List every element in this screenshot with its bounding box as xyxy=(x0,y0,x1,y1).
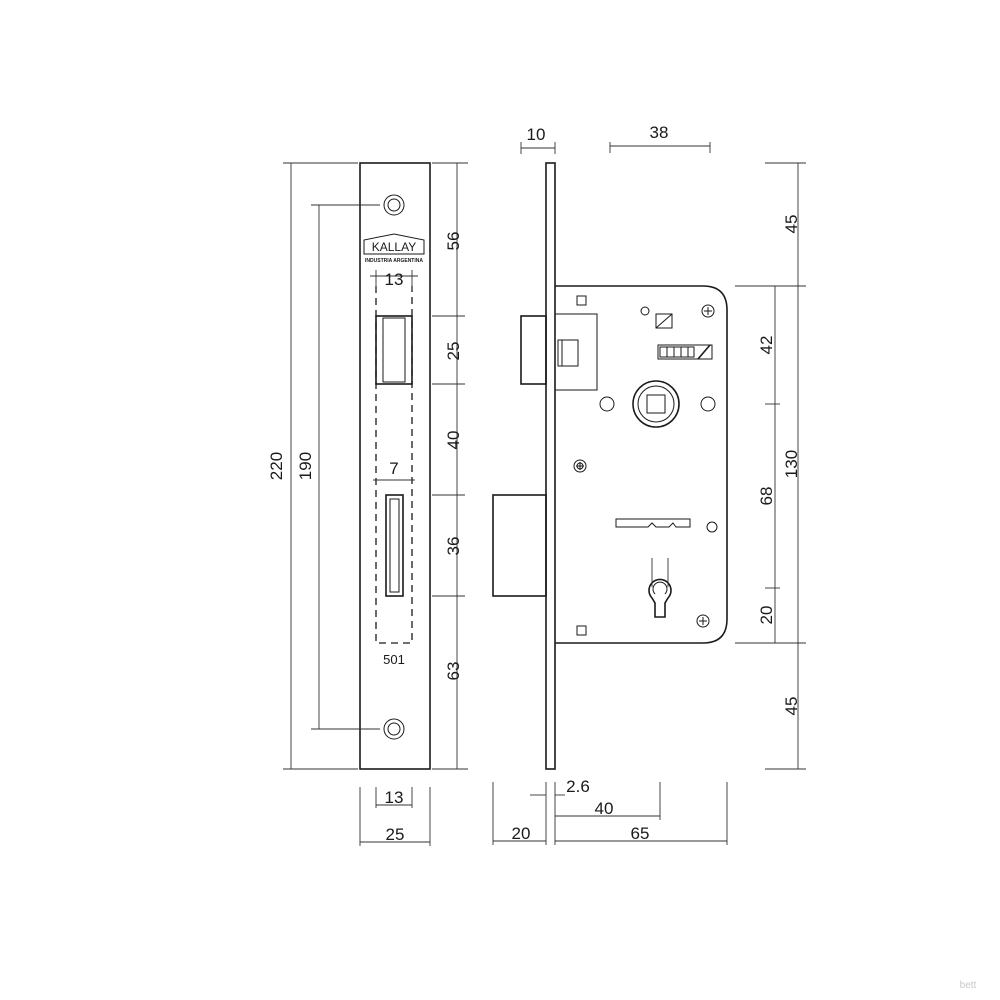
dim-13-top: 13 xyxy=(385,270,404,289)
hidden-body-outline xyxy=(375,286,413,644)
rivet-top-right xyxy=(701,304,715,318)
top-screw-hole xyxy=(383,194,405,216)
dim-45-top: 45 xyxy=(782,215,801,234)
dim-10: 10 xyxy=(527,125,546,144)
dim-2-6: 2.6 xyxy=(566,777,590,796)
dim-7: 7 xyxy=(389,459,398,478)
screw-left xyxy=(573,459,587,473)
spindle-square xyxy=(646,394,666,414)
screw-right xyxy=(696,614,710,628)
dim-25-width: 25 xyxy=(386,825,405,844)
dim-63: 63 xyxy=(444,662,463,681)
dim-38: 38 xyxy=(650,123,669,142)
dim-220: 220 xyxy=(267,452,286,480)
bottom-screw-hole xyxy=(383,718,405,740)
dim-56: 56 xyxy=(444,232,463,251)
front-view: KALLAY INDUSTRIA ARGENTINA 501 xyxy=(267,162,468,846)
faceplate-outline xyxy=(359,162,431,770)
brand-logo: KALLAY INDUSTRIA ARGENTINA xyxy=(363,233,425,264)
watermark: bett xyxy=(960,980,977,991)
latch-side xyxy=(520,315,547,385)
dim-13-bottom: 13 xyxy=(385,788,404,807)
spindle-hub xyxy=(632,380,680,428)
dim-65: 65 xyxy=(631,824,650,843)
dim-36: 36 xyxy=(444,537,463,556)
toggle-slider xyxy=(657,344,713,360)
case-hole-top xyxy=(576,295,587,306)
dim-45-bottom: 45 xyxy=(782,697,801,716)
case-hole-bottom xyxy=(576,625,587,636)
svg-text:KALLAY: KALLAY xyxy=(372,240,416,254)
dim-190: 190 xyxy=(296,452,315,480)
svg-text:INDUSTRIA ARGENTINA: INDUSTRIA ARGENTINA xyxy=(365,258,423,264)
dim-130: 130 xyxy=(782,450,801,478)
keyhole xyxy=(648,578,672,618)
dim-20-key: 20 xyxy=(757,606,776,625)
dim-40: 40 xyxy=(444,431,463,450)
dim-42: 42 xyxy=(757,336,776,355)
dim-20-bolt: 20 xyxy=(512,824,531,843)
dim-25-latch: 25 xyxy=(444,342,463,361)
model-number: 501 xyxy=(383,652,405,667)
lock-case xyxy=(555,285,728,644)
bolt-front xyxy=(385,494,404,597)
key-lever xyxy=(615,518,691,528)
latch-front xyxy=(375,315,413,385)
dim-40-backset: 40 xyxy=(595,799,614,818)
faceplate-edge xyxy=(545,162,556,770)
side-view: 10 38 45 42 130 68 20 45 2.6 40 20 65 xyxy=(492,123,806,845)
bolt-side xyxy=(492,494,547,597)
dim-68: 68 xyxy=(757,487,776,506)
